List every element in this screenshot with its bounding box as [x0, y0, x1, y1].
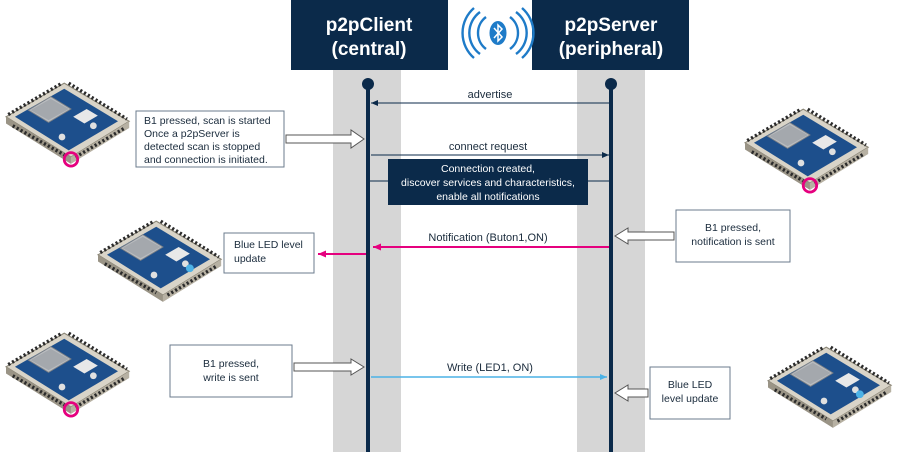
client-led-callout-line1: Blue LED level — [234, 239, 303, 251]
scan-callout-arrow — [285, 129, 365, 149]
client-write-callout-arrow — [293, 358, 365, 376]
server-notify-callout-line2: notification is sent — [691, 236, 775, 248]
board-server-led-icon — [766, 345, 893, 430]
server-header: p2pServer (peripheral) — [532, 0, 689, 70]
client-led-callout: Blue LED level update — [223, 232, 315, 274]
connect-request-message: connect request — [371, 141, 609, 158]
server-role: (peripheral) — [559, 39, 664, 60]
client-led-callout-line2: update — [234, 253, 266, 265]
server-notify-callout-arrow — [614, 227, 675, 245]
server-led-callout-line2: level update — [662, 393, 719, 405]
write-message: Write (LED1, ON) — [371, 362, 607, 380]
scan-callout-line1: B1 pressed, scan is started — [144, 115, 271, 127]
client-role: (central) — [332, 39, 407, 60]
notification-label: Notification (Buton1,ON) — [428, 232, 547, 244]
connection-note-line2: discover services and characteristics, — [401, 177, 575, 189]
server-led-callout: Blue LED level update — [649, 366, 731, 420]
board-server-notify-icon — [743, 107, 870, 194]
scan-callout: B1 pressed, scan is started Once a p2pSe… — [135, 110, 285, 168]
client-header: p2pClient (central) — [291, 0, 448, 70]
advertise-message: advertise — [371, 89, 609, 106]
server-title: p2pServer — [565, 15, 659, 36]
client-write-callout-line1: B1 pressed, — [203, 358, 259, 370]
connection-note-line1: Connection created, — [441, 163, 535, 175]
board-client-scan-icon — [4, 81, 131, 168]
server-notify-callout-line1: B1 pressed, — [705, 222, 761, 234]
connection-note-line3: enable all notifications — [436, 191, 539, 203]
scan-callout-line2: Once a p2pServer is — [144, 128, 240, 140]
client-lifeline — [362, 78, 374, 452]
client-title: p2pClient — [326, 15, 413, 36]
connect-request-label: connect request — [449, 141, 527, 153]
board-client-led-icon — [96, 219, 223, 304]
board-client-write-icon — [4, 331, 131, 418]
scan-callout-line3: detected scan is stopped — [144, 141, 260, 153]
advertise-label: advertise — [468, 89, 513, 101]
server-led-callout-arrow — [614, 384, 649, 402]
server-led-callout-line1: Blue LED — [668, 379, 713, 391]
write-label: Write (LED1, ON) — [447, 362, 533, 374]
server-lifeline — [605, 78, 617, 452]
client-write-callout-line2: write is sent — [202, 372, 259, 384]
scan-callout-line4: and connection is initiated. — [144, 154, 268, 166]
connection-note: Connection created, discover services an… — [388, 159, 588, 205]
bluetooth-icon — [461, 7, 535, 59]
server-notify-callout: B1 pressed, notification is sent — [675, 209, 791, 263]
notification-message: Notification (Buton1,ON) — [373, 232, 609, 251]
client-write-callout: B1 pressed, write is sent — [169, 344, 293, 398]
